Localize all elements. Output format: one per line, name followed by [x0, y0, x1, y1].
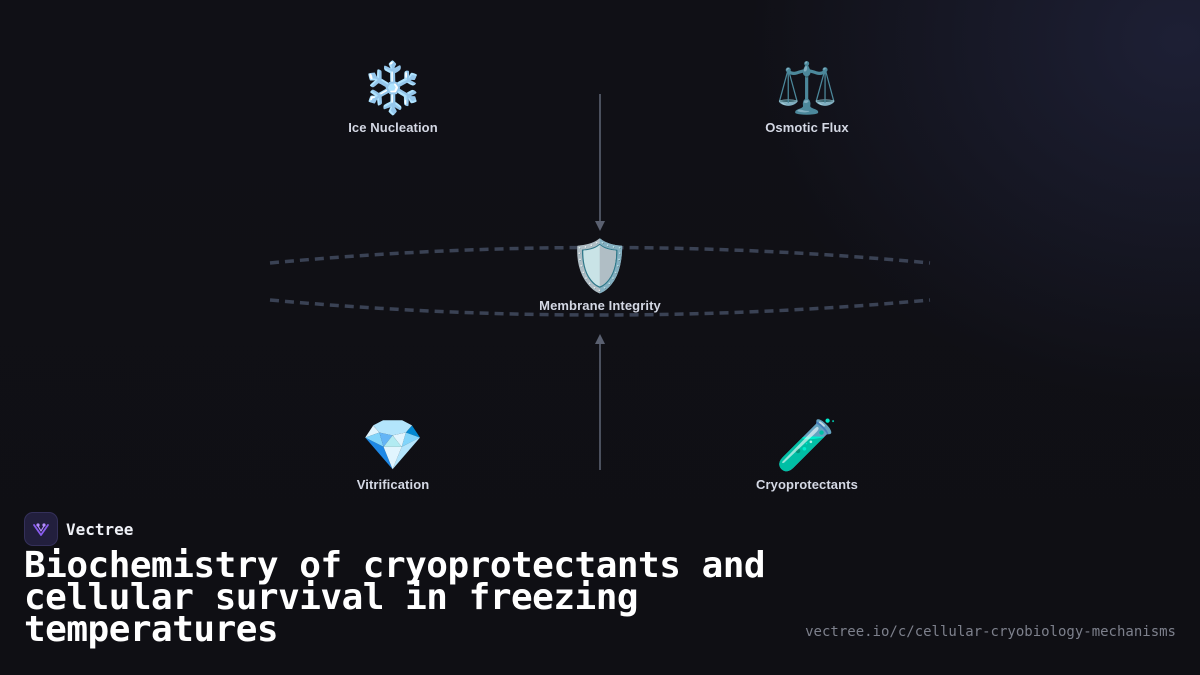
page-url[interactable]: vectree.io/c/cellular-cryobiology-mechan…	[805, 624, 1176, 640]
page-title: Biochemistry of cryoprotectants and cell…	[24, 545, 766, 650]
node-cryoprotectants: 🧪 Cryoprotectants	[707, 417, 907, 492]
vectree-logo-icon	[24, 512, 58, 546]
membrane-upper-boundary	[269, 245, 931, 265]
test-tube-icon: 🧪	[775, 417, 839, 473]
node-osmotic-flux: ⚖️ Osmotic Flux	[707, 60, 907, 135]
node-vitrification: 💎 Vitrification	[293, 417, 493, 492]
node-label-vitrification: Vitrification	[356, 477, 430, 492]
node-label-ice-nucleation: Ice Nucleation	[348, 120, 438, 135]
brand[interactable]: Vectree	[24, 512, 133, 546]
node-membrane-integrity: 🛡️ Membrane Integrity	[500, 238, 700, 313]
node-label-membrane-integrity: Membrane Integrity	[539, 298, 661, 313]
membrane-lower-boundary	[269, 298, 931, 317]
snowflake-icon: ❄️	[361, 60, 425, 116]
node-ice-nucleation: ❄️ Ice Nucleation	[293, 60, 493, 135]
node-label-cryoprotectants: Cryoprotectants	[756, 477, 858, 492]
gem-icon: 💎	[361, 417, 425, 473]
brand-name: Vectree	[66, 519, 134, 539]
balance-scale-icon: ⚖️	[775, 60, 839, 116]
node-label-osmotic-flux: Osmotic Flux	[765, 120, 849, 135]
shield-icon: 🛡️	[568, 238, 632, 294]
